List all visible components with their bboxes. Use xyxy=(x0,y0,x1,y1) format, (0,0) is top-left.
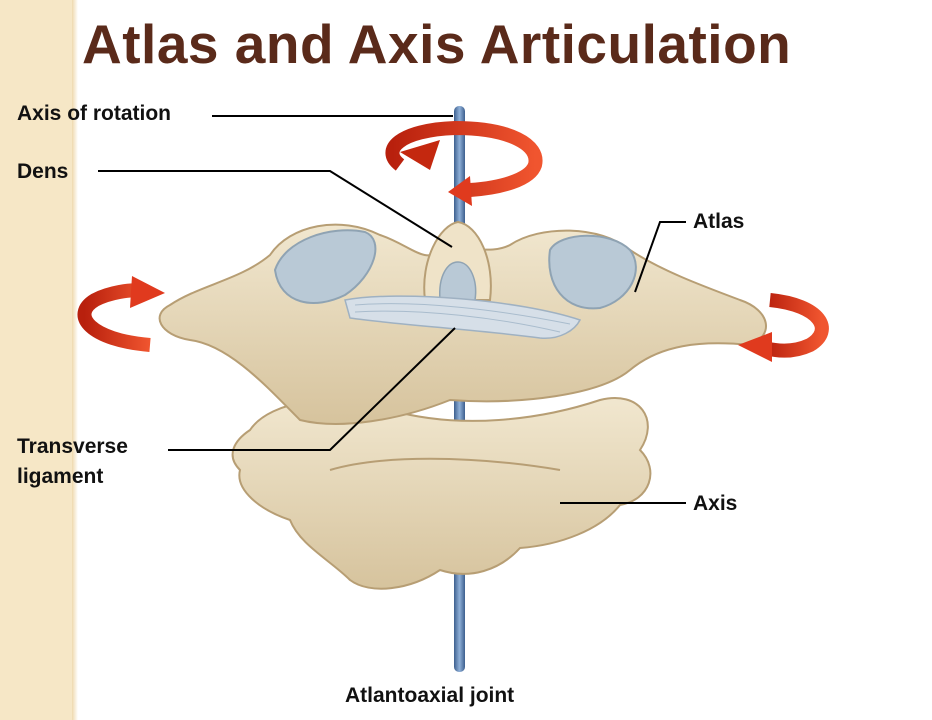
leader-dens xyxy=(98,170,453,248)
label-atlantoaxial-joint: Atlantoaxial joint xyxy=(345,684,515,707)
left-superior-facet xyxy=(273,229,377,304)
label-transverse-ligament-line2: ligament xyxy=(17,465,104,488)
label-dens: Dens xyxy=(17,160,69,183)
axis-vertebra xyxy=(231,397,652,590)
label-atlas: Atlas xyxy=(693,210,745,233)
label-transverse-ligament-line1: Transverse xyxy=(17,435,128,458)
decorative-side-band xyxy=(0,0,78,720)
transverse-ligament xyxy=(344,295,582,339)
left-rotation-arrow xyxy=(77,276,165,352)
label-axis: Axis xyxy=(693,492,738,515)
label-axis-of-rotation: Axis of rotation xyxy=(17,102,172,125)
slide-title: Atlas and Axis Articulation xyxy=(82,13,792,75)
leader-atlas xyxy=(634,221,686,293)
right-rotation-arrow xyxy=(738,293,829,362)
right-superior-facet xyxy=(548,234,637,310)
top-rotation-arrow xyxy=(385,120,543,206)
leader-transverse-ligament xyxy=(168,327,456,451)
